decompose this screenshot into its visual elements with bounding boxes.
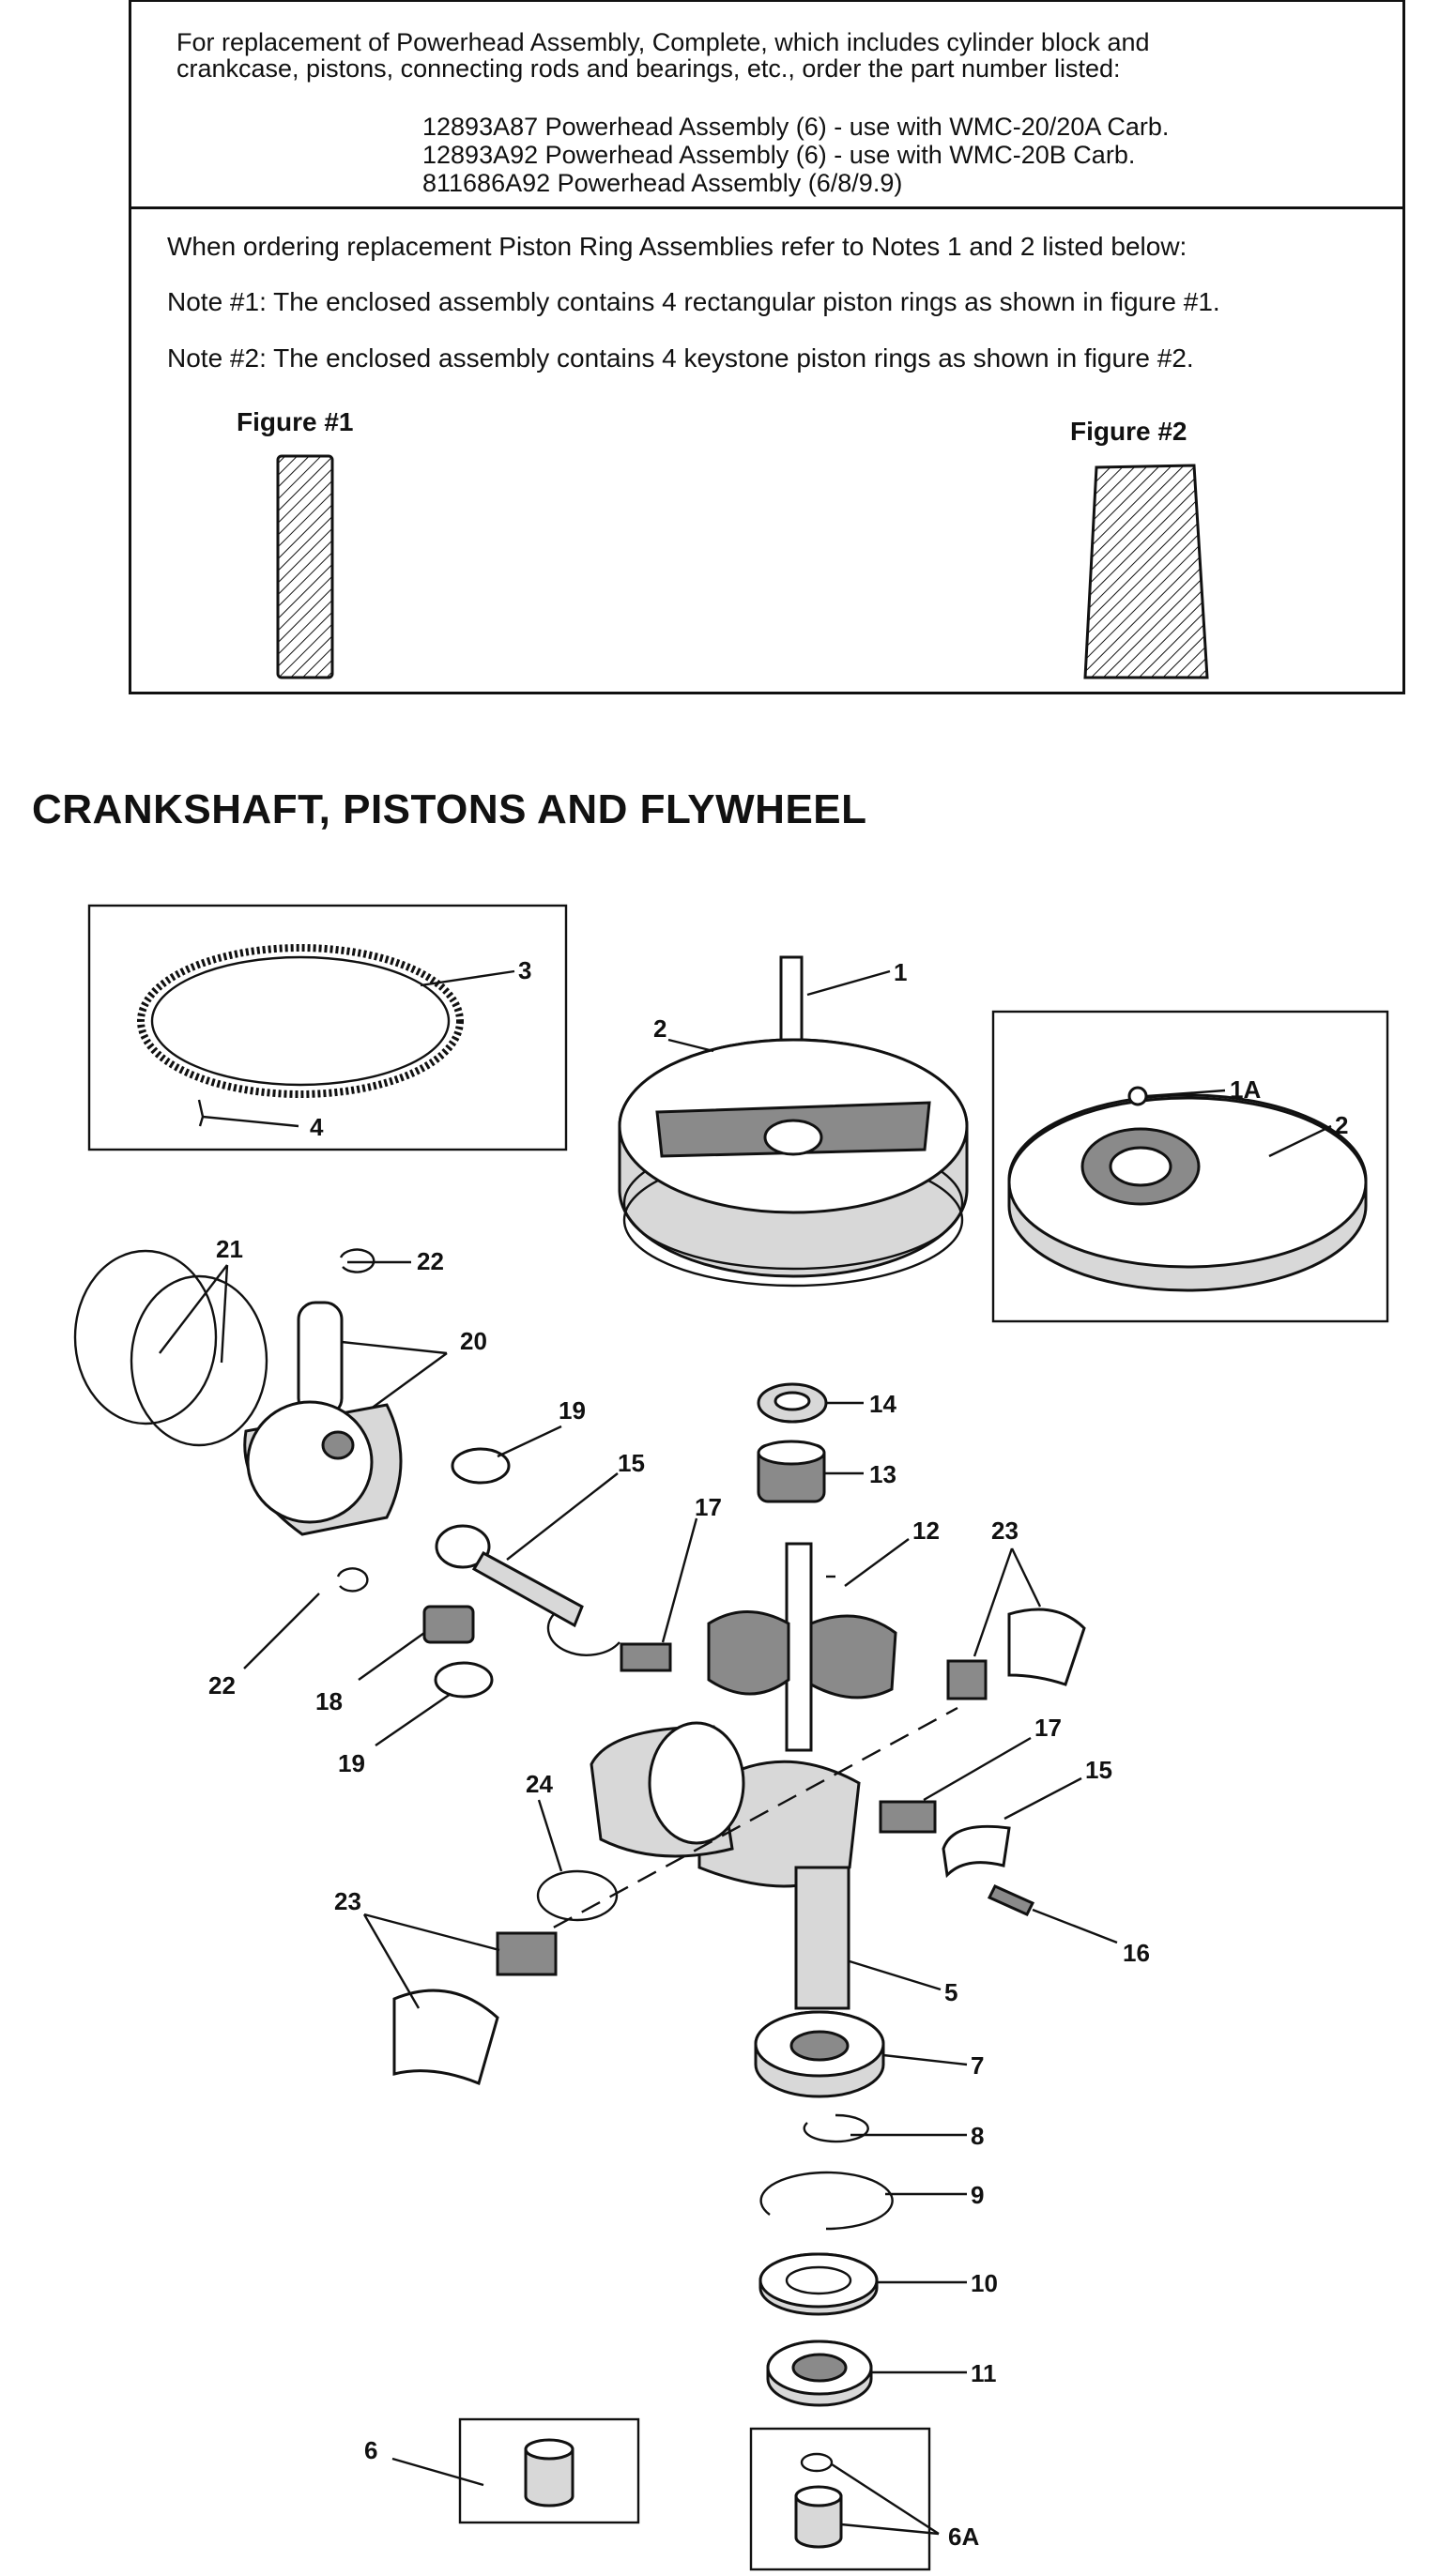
part-number-line: 811686A92 Powerhead Assembly (6/8/9.9) [422,169,903,197]
callout-4: 4 [310,1113,324,1141]
callout-15: 15 [1085,1756,1112,1784]
callout-19: 19 [559,1396,586,1425]
assembly-axis [525,1706,958,1944]
intro-line-1: For replacement of Powerhead Assembly, C… [176,28,1150,56]
crankshaft [697,1538,942,2010]
callout-8: 8 [971,2122,984,2150]
part-number-line: 12893A92 Powerhead Assembly (6) - use wi… [422,141,1136,169]
powerhead-replacement-section: For replacement of Powerhead Assembly, C… [131,2,1402,209]
note-1: Note #1: The enclosed assembly contains … [167,287,1220,316]
lower-piston [590,1721,745,1858]
callout-23: 23 [334,1887,361,1915]
upper-needle-bearing [757,1440,864,1503]
flywheel [618,1038,969,1288]
callout-1a: 1A [1230,1075,1261,1104]
ball-bearing [754,2010,968,2098]
callout-5: 5 [944,1978,957,2006]
callout-9: 9 [971,2181,984,2209]
rod-bearing-lower [879,1736,1032,1834]
upper-seal [757,1382,864,1424]
ordering-instruction: When ordering replacement Piston Ring As… [167,232,1187,261]
main-bearing-right [946,1547,1086,1700]
piston-pin-clip-upper [339,1248,411,1273]
main-bearing-left [362,1913,558,2086]
section-title: CRANKSHAFT, PISTONS AND FLYWHEEL [32,786,867,832]
callout-21: 21 [216,1235,243,1263]
callout-18: 18 [315,1687,343,1715]
ring-gear-inset [87,904,568,1151]
note-2: Note #2: The enclosed assembly contains … [167,343,1194,373]
part-number-line: 12893A87 Powerhead Assembly (6) - use wi… [422,113,1170,141]
callout-17: 17 [1034,1714,1062,1742]
needle-bearing-18 [358,1605,475,1681]
callout-15: 15 [618,1449,645,1477]
oil-seal [766,2340,967,2407]
callout-13: 13 [869,1460,896,1488]
powerhead-notice-box: For replacement of Powerhead Assembly, C… [129,0,1405,694]
callout-3: 3 [518,956,531,984]
callout-22: 22 [208,1671,236,1700]
figure-1-label: Figure #1 [237,407,354,436]
rod-bearing-upper [620,1517,698,1672]
thrust-washer-lower [375,1661,494,1746]
callout-14: 14 [869,1390,896,1418]
callout-20: 20 [460,1327,487,1355]
callout-17: 17 [695,1493,722,1521]
callout-6a: 6A [948,2523,979,2551]
retaining-ring-small [803,2113,967,2143]
intro-line-2: crankcase, pistons, connecting rods and … [176,54,1121,83]
callout-1: 1 [894,958,907,986]
callout-7: 7 [971,2051,984,2080]
retaining-ring-large [759,2171,967,2231]
keystone-ring-section [1083,464,1209,679]
callout-22: 22 [417,1247,444,1275]
callout-19: 19 [338,1749,365,1777]
callout-24: 24 [526,1770,553,1798]
callout-16: 16 [1123,1939,1150,1967]
bushing-inset [391,2417,640,2524]
rectangular-ring-section [276,454,334,679]
rod-cap [942,1776,1082,1879]
rod-cap-screw [987,1884,1118,1944]
flat-washer [758,2252,967,2316]
piston-and-pin [243,1301,448,1536]
bushing-kit-inset [749,2427,940,2571]
callout-11: 11 [971,2359,997,2387]
flywheel-nut-inset [991,1010,1389,1323]
piston-rings [73,1249,268,1447]
callout-12: 12 [912,1517,940,1545]
callout-23: 23 [991,1517,1019,1545]
figure-2-label: Figure #2 [1070,417,1187,446]
callout-2: 2 [653,1014,666,1043]
callout-2: 2 [1335,1111,1348,1139]
callout-6: 6 [364,2436,377,2464]
callout-10: 10 [971,2269,998,2297]
connecting-rod [435,1472,620,1656]
lock-ring [536,1799,619,1922]
piston-pin-clip-lower [243,1567,369,1669]
thrust-washer-upper [451,1425,562,1485]
